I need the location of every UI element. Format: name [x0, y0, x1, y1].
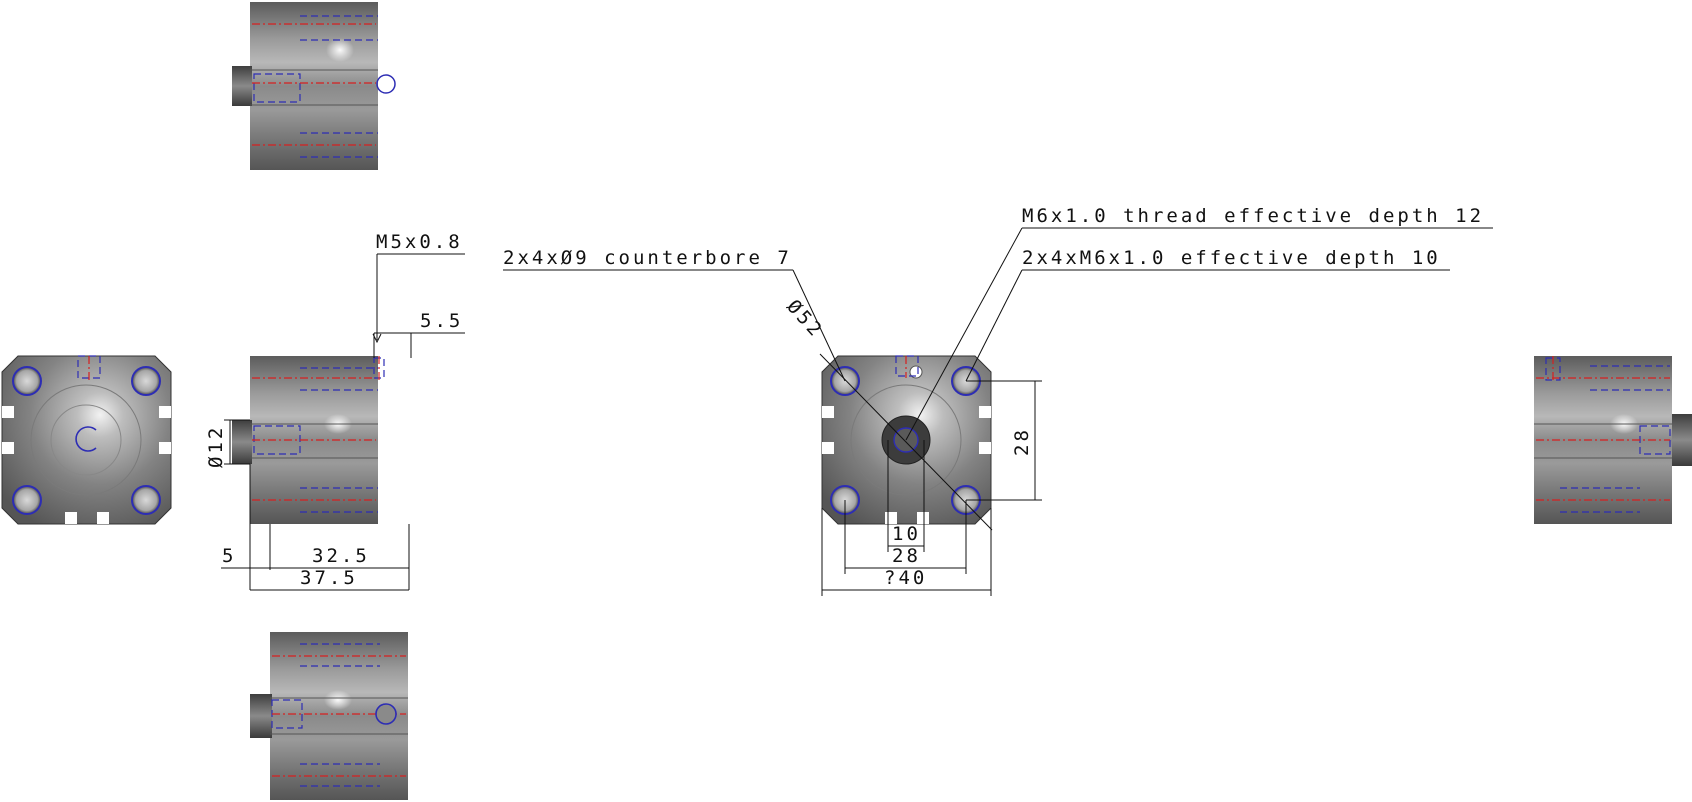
- bottom-view: [250, 632, 408, 800]
- front-view-dimensions: M5x0.8 5.5 Ø12 5 32.5 37.5: [205, 231, 465, 591]
- mount-thread-label: 2x4xM6x1.0 effective depth 10: [1022, 247, 1441, 269]
- rod-flat-label: 10: [892, 523, 921, 545]
- port-thread-label: M5x0.8: [376, 231, 463, 253]
- hole-pitch-horizontal-label: 28: [892, 545, 921, 567]
- right-side-view: [1534, 356, 1692, 524]
- left-end-view: [1, 355, 172, 525]
- top-view: [232, 2, 396, 170]
- rod-extension-label: 5: [222, 545, 236, 567]
- total-length-label: 37.5: [300, 567, 358, 589]
- hole-pitch-vertical-label: 28: [1011, 427, 1033, 456]
- body-length-label: 32.5: [312, 545, 370, 567]
- port-circle: [375, 703, 397, 725]
- port-circle: [376, 74, 396, 94]
- right-end-dimensions: 2x4xØ9 counterbore 7 Ø52 M6x1.0 thread e…: [503, 205, 1493, 596]
- port-offset-label: 5.5: [420, 310, 463, 332]
- body-width-label: ?40: [884, 567, 927, 589]
- rod-diameter-label: Ø12: [205, 425, 227, 468]
- counterbore-label: 2x4xØ9 counterbore 7: [503, 247, 792, 269]
- front-view: [232, 356, 385, 524]
- bolt-circle-label: Ø52: [782, 296, 827, 343]
- center-thread-label: M6x1.0 thread effective depth 12: [1022, 205, 1484, 227]
